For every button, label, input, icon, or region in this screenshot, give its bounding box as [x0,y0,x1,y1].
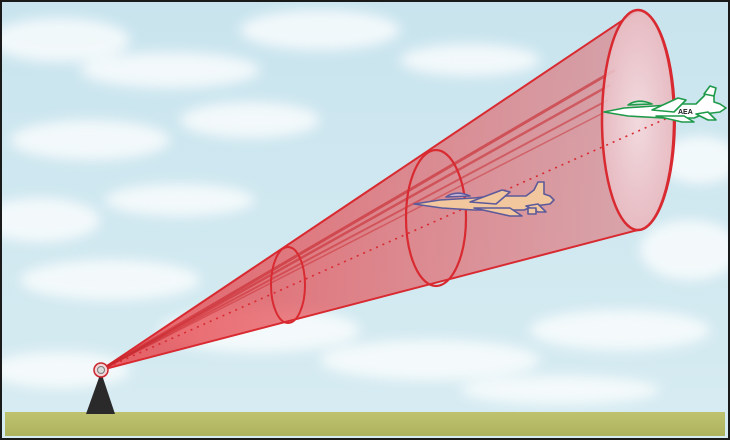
electronic-attack-jet-icon: AEA [603,85,727,123]
fighter-jet-icon [413,181,555,217]
beam-mid-cross-section [404,148,468,288]
ground-strip [5,412,725,436]
radar-antenna-icon [93,362,109,378]
beam-boresight-line [100,107,691,371]
cloud-layer [0,10,730,404]
beam-near-cross-section [270,246,306,324]
radar-mast [86,372,115,414]
beam-end-cross-section [600,8,676,232]
aea-aircraft-label: AEA [678,109,693,116]
